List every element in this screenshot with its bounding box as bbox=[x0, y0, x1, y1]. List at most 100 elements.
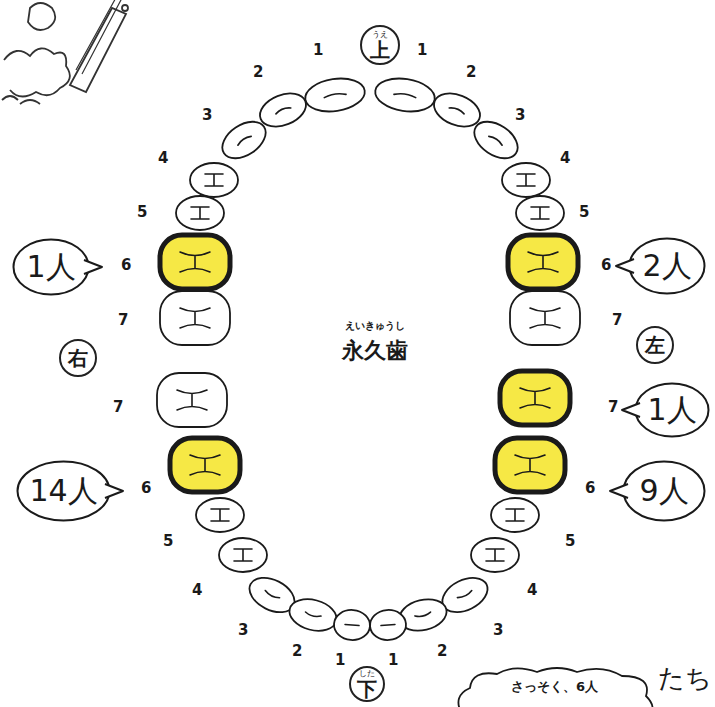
tooth-groove bbox=[180, 252, 210, 272]
tooth-groove bbox=[517, 174, 535, 186]
tooth-groove bbox=[345, 624, 359, 625]
premolar-outline bbox=[176, 196, 224, 230]
tooth-groove bbox=[489, 135, 503, 146]
tooth-groove bbox=[528, 252, 558, 272]
tooth bbox=[176, 196, 224, 230]
tooth-groove bbox=[191, 207, 209, 219]
tooth-number: 1 bbox=[417, 43, 427, 58]
molar-outline bbox=[160, 291, 230, 345]
tooth-number: 1 bbox=[313, 43, 323, 58]
tooth-number: 3 bbox=[493, 623, 503, 638]
tooth bbox=[160, 235, 230, 289]
count-text: 1人 bbox=[647, 395, 696, 425]
tooth-number: 7 bbox=[113, 400, 123, 415]
premolar-outline bbox=[502, 163, 550, 197]
tooth bbox=[510, 291, 580, 345]
tooth bbox=[219, 538, 267, 572]
bubble-tail bbox=[616, 259, 634, 273]
tooth-groove bbox=[177, 390, 207, 410]
tooth-number: 6 bbox=[121, 258, 131, 273]
speech-bubble: 1人 bbox=[12, 238, 90, 296]
circle-label: うえ上 bbox=[360, 25, 400, 65]
premolar-outline bbox=[196, 498, 244, 532]
tooth bbox=[491, 498, 539, 532]
highlighted-molar bbox=[160, 235, 230, 289]
tooth-number: 1 bbox=[335, 653, 345, 668]
tooth-groove bbox=[275, 106, 291, 114]
tooth-groove bbox=[457, 591, 472, 600]
premolar-outline bbox=[219, 538, 267, 572]
direction-char: 下 bbox=[357, 679, 377, 699]
brush-handle bbox=[70, 8, 126, 92]
tooth-number: 6 bbox=[601, 258, 611, 273]
circle-label: 右 bbox=[59, 339, 97, 377]
tooth-number: 2 bbox=[466, 65, 476, 80]
tooth-number: 4 bbox=[158, 151, 168, 166]
ruby-text: えいきゅうし bbox=[345, 321, 405, 331]
tooth-groove bbox=[264, 591, 279, 600]
tooth bbox=[303, 75, 367, 116]
count-text: 2人 bbox=[642, 251, 691, 281]
bubble-ellipse bbox=[630, 239, 705, 294]
tooth-number: 5 bbox=[137, 205, 147, 220]
tooth-number: 5 bbox=[565, 534, 575, 549]
speech-bubble: 1人 bbox=[634, 382, 710, 438]
tooth bbox=[516, 196, 564, 230]
speech-bubble: 2人 bbox=[628, 237, 706, 295]
chart-title: 永久歯 bbox=[342, 340, 408, 362]
tooth bbox=[373, 75, 437, 116]
highlighted-molar bbox=[170, 438, 240, 492]
tooth bbox=[508, 235, 578, 289]
tooth-groove bbox=[324, 92, 346, 97]
tooth bbox=[502, 163, 550, 197]
tooth-groove bbox=[234, 549, 252, 561]
foam-dot bbox=[122, 5, 128, 11]
tooth-number: 7 bbox=[608, 400, 618, 415]
tooth-groove bbox=[506, 509, 524, 521]
tooth bbox=[160, 291, 230, 345]
direction-char: 右 bbox=[68, 348, 88, 368]
tooth-number: 2 bbox=[437, 644, 447, 659]
tooth-number: 2 bbox=[253, 65, 263, 80]
note-text: さっそく、6人 bbox=[511, 680, 598, 693]
tooth-group bbox=[157, 75, 580, 642]
tooth-groove bbox=[394, 92, 416, 97]
bubble-tail bbox=[105, 484, 123, 498]
tooth-groove bbox=[205, 174, 223, 186]
tooth-groove bbox=[190, 455, 220, 475]
cloud-note: さっそく、6人 bbox=[452, 664, 657, 707]
tooth-groove bbox=[237, 135, 251, 146]
tooth-number: 4 bbox=[560, 151, 570, 166]
premolar-outline bbox=[471, 538, 519, 572]
tooth-number: 7 bbox=[612, 313, 622, 328]
foam-curl bbox=[20, 100, 40, 104]
tooth-number: 4 bbox=[527, 583, 537, 598]
tooth-number: 7 bbox=[118, 313, 128, 328]
tooth-groove bbox=[486, 549, 504, 561]
tooth-groove bbox=[520, 388, 550, 408]
tooth bbox=[369, 609, 407, 642]
bubble-ellipse bbox=[18, 462, 110, 521]
tooth bbox=[333, 609, 371, 642]
count-text: 14人 bbox=[29, 476, 97, 506]
tooth-groove bbox=[415, 612, 431, 618]
bubble-ellipse bbox=[624, 462, 705, 521]
molar-outline bbox=[510, 291, 580, 345]
tooth-groove bbox=[381, 624, 395, 625]
tooth-number: 4 bbox=[192, 583, 202, 598]
handwritten-note: たち bbox=[658, 665, 712, 691]
foam-bubble bbox=[28, 3, 55, 30]
bubble-ellipse bbox=[636, 384, 709, 437]
count-text: 9人 bbox=[639, 476, 688, 506]
tooth-groove bbox=[180, 308, 210, 328]
tooth bbox=[190, 163, 238, 197]
direction-char: 左 bbox=[645, 335, 665, 355]
toothbrush-drawing bbox=[2, 0, 128, 104]
tooth bbox=[216, 114, 273, 166]
tooth-groove bbox=[305, 612, 321, 618]
tooth bbox=[157, 373, 227, 427]
ruby-text: うえ bbox=[372, 31, 388, 39]
speech-bubble: 9人 bbox=[622, 460, 706, 522]
tooth-groove bbox=[531, 207, 549, 219]
